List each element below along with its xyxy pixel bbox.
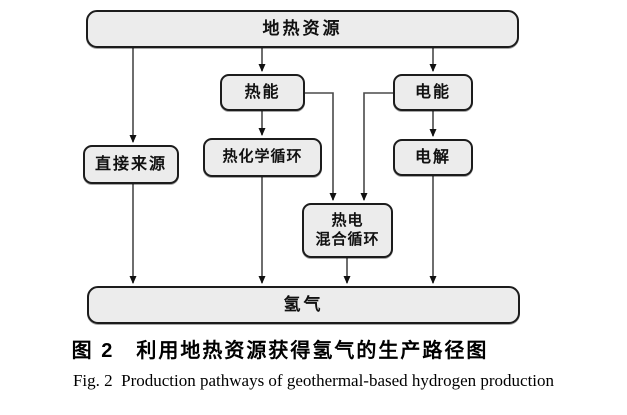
node-heat-energy: 热能	[220, 74, 305, 111]
node-thermoelectric-hybrid-cycle: 热电 混合循环	[302, 203, 393, 258]
node-direct-label: 直接来源	[94, 155, 167, 173]
node-thermochemical-cycle: 热化学循环	[203, 138, 322, 177]
node-electric-energy: 电能	[393, 74, 473, 111]
arrow-electric-to-hybrid	[360, 92, 393, 201]
node-hydrogen: 氢气	[87, 286, 520, 324]
node-hybrid-label-line1: 热电	[331, 211, 364, 229]
node-direct-source: 直接来源	[83, 145, 179, 184]
node-hybrid-label-line2: 混合循环	[315, 230, 380, 248]
node-thermochemical-label: 热化学循环	[222, 148, 303, 166]
node-heat-label: 热能	[244, 83, 281, 101]
figure-caption-chinese: 图 2 利用地热资源获得氢气的生产路径图	[71, 340, 489, 362]
node-electrolysis-label: 电解	[414, 148, 451, 166]
node-hydrogen-label: 氢气	[283, 295, 324, 315]
node-electric-label: 电能	[414, 83, 451, 101]
node-geothermal-resources: 地热资源	[86, 10, 519, 48]
node-geothermal-label: 地热资源	[262, 19, 343, 39]
figure-caption-english: Fig. 2 Production pathways of geothermal…	[72, 371, 555, 390]
node-electrolysis: 电解	[393, 139, 473, 176]
